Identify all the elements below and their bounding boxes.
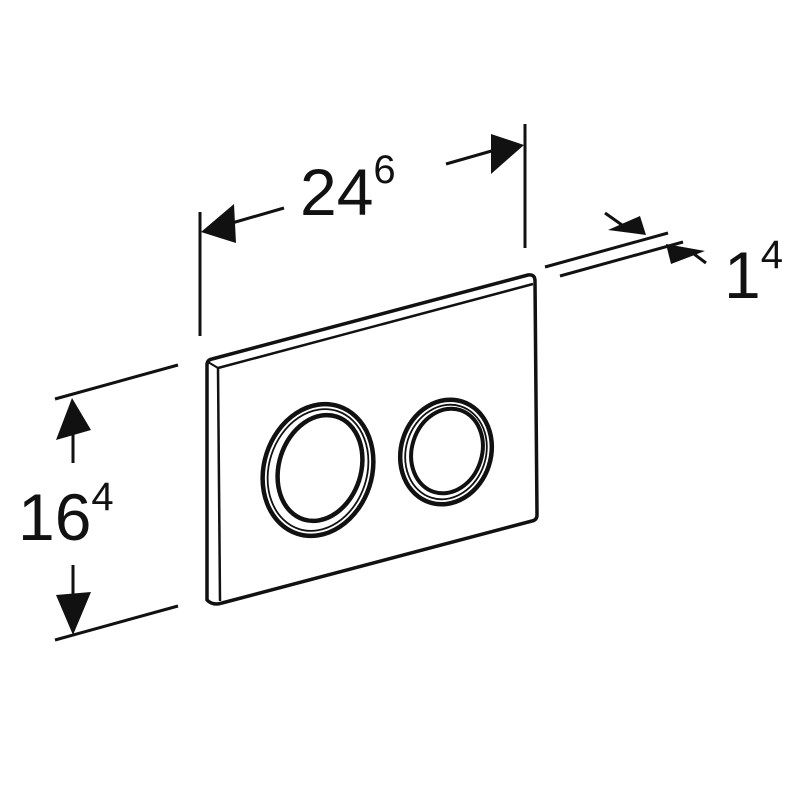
- plate-outline: [205, 273, 539, 606]
- large-button-inner-ring: [275, 412, 365, 524]
- thickness-arrow-bottom-icon: [666, 244, 705, 264]
- large-flush-button: [260, 401, 376, 539]
- flush-plate: [205, 273, 539, 606]
- plate-top-bevel: [217, 282, 534, 370]
- width-dim-line-right: [445, 148, 496, 166]
- large-button-outer-ring: [260, 401, 376, 539]
- thickness-leader-top: [604, 211, 623, 227]
- small-flush-button: [397, 397, 495, 507]
- small-button-inner-ring: [409, 406, 485, 496]
- width-dim-line-left: [231, 206, 285, 225]
- width-arrow-left-icon: [201, 204, 236, 243]
- height-extension-top: [54, 363, 179, 401]
- thickness-arrow-top-icon: [608, 216, 646, 235]
- small-button-outer-ring: [397, 397, 495, 507]
- plate-left-bevel: [216, 367, 222, 602]
- thickness-extension-front: [544, 231, 669, 269]
- thickness-value: 14: [724, 233, 783, 312]
- plate-corner-joint: [207, 361, 219, 369]
- height-arrow-top-icon: [56, 398, 91, 440]
- thickness-dimension: [544, 211, 707, 278]
- height-arrow-bottom-icon: [56, 592, 91, 635]
- height-value: 164: [18, 475, 114, 554]
- width-value: 246: [300, 148, 396, 229]
- width-arrow-right-icon: [491, 134, 524, 174]
- large-button-mid-ring: [266, 408, 370, 532]
- height-dimension: [54, 363, 179, 642]
- width-dimension: [198, 124, 527, 336]
- small-button-mid-ring: [404, 403, 488, 501]
- thickness-extension-back: [559, 240, 684, 278]
- height-extension-bottom: [54, 604, 179, 642]
